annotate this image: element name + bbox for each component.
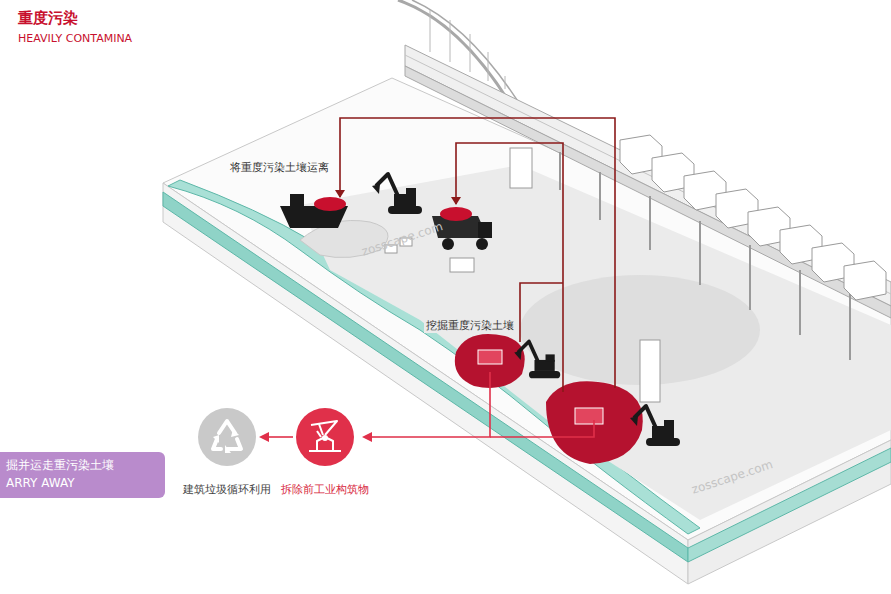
icon-circle: 拆除前工业构筑物 [275, 407, 375, 497]
band-subtitle: ARRY AWAY [6, 474, 157, 492]
circle-icon [197, 407, 257, 467]
callout-text: 挖掘重度污染土壤 [424, 318, 516, 333]
icon-circle: 建筑垃圾循环利用 [177, 407, 277, 497]
flow-arrow [259, 432, 293, 442]
title-english: HEAVILY CONTAMINA [18, 32, 132, 45]
circle-caption: 拆除前工业构筑物 [275, 482, 375, 497]
band-heading: 掘并运走重污染土壤 [6, 456, 157, 474]
circle-caption: 建筑垃圾循环利用 [177, 482, 277, 497]
circle-icon [295, 407, 355, 467]
title-band: 掘并运走重污染土壤ARRY AWAY [0, 452, 165, 498]
diagram-title: 重度污染 [18, 9, 78, 28]
callout-text: 将重度污染土壤运离 [228, 160, 331, 175]
